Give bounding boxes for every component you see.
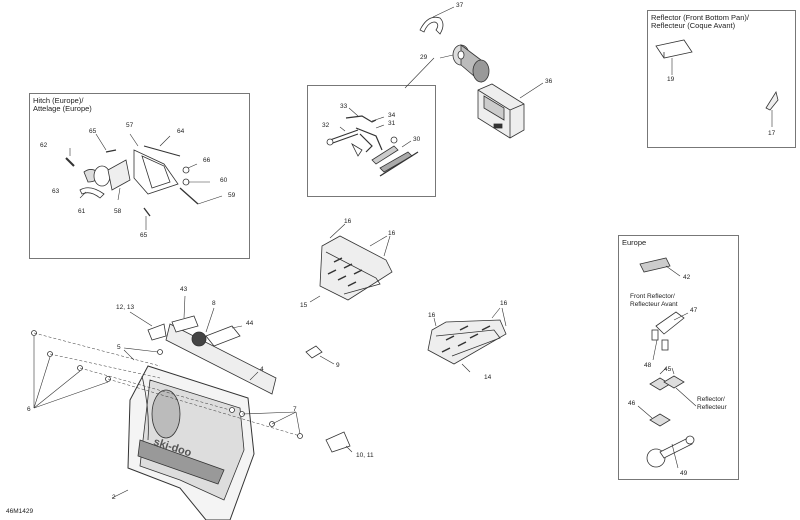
callout-34: 34 <box>388 112 396 119</box>
callout-43: 43 <box>180 286 188 293</box>
callout-33: 33 <box>340 103 348 110</box>
snow-flap-assembly <box>127 323 277 520</box>
tool-kit-parts <box>326 115 419 177</box>
reflector-label-line1: Reflector/ <box>697 396 725 403</box>
small-clip-part <box>305 345 323 359</box>
callout-49: 49 <box>680 470 688 477</box>
callout-7: 7 <box>293 406 297 413</box>
hitch-title-line1: Hitch (Europe)/ <box>33 96 84 105</box>
callout-4: 4 <box>260 366 264 373</box>
callout-65-bottom: 65 <box>140 232 148 239</box>
europe-reflector-parts <box>639 257 695 468</box>
reflector-front-title-line1: Reflector (Front Bottom Pan)/ <box>651 13 749 22</box>
callout-16-d: 16 <box>500 300 508 307</box>
europe-title: Europe <box>622 238 647 247</box>
callout-62: 62 <box>40 142 48 149</box>
callout-6: 6 <box>27 406 31 413</box>
callout-58: 58 <box>114 208 122 215</box>
callout-36: 36 <box>545 78 553 85</box>
callout-45: 45 <box>664 366 672 373</box>
front-reflector-label-line2: Reflecteur Avant <box>630 301 678 308</box>
callout-29: 29 <box>420 54 428 61</box>
callout-5: 5 <box>117 344 121 351</box>
reflector-front-title-line2: Reflecteur (Coque Avant) <box>651 21 736 30</box>
callout-64: 64 <box>177 128 185 135</box>
callout-47: 47 <box>690 307 698 314</box>
callout-8: 8 <box>212 300 216 307</box>
callout-9: 9 <box>336 362 340 369</box>
callout-31: 31 <box>388 120 396 127</box>
callout-10-11: 10, 11 <box>356 452 374 459</box>
callout-48: 48 <box>644 362 652 369</box>
callout-14: 14 <box>484 374 492 381</box>
cover-roll-part <box>452 44 490 83</box>
running-board-plate-right <box>427 319 507 365</box>
callout-46: 46 <box>628 400 636 407</box>
callout-63: 63 <box>52 188 60 195</box>
callout-42: 42 <box>683 274 691 281</box>
callout-19: 19 <box>667 76 675 83</box>
europe-reflectors-box <box>618 235 739 480</box>
callout-32: 32 <box>322 122 330 129</box>
reflector-front-pan-box <box>647 10 796 148</box>
callout-17: 17 <box>768 130 776 137</box>
callout-16-b: 16 <box>388 230 396 237</box>
hitch-title-line2: Attelage (Europe) <box>33 104 92 113</box>
reflector-label-line2: Reflecteur <box>697 404 727 411</box>
hitch-parts <box>65 145 199 217</box>
callout-12-13: 12, 13 <box>116 304 135 311</box>
callout-37: 37 <box>456 2 464 9</box>
callout-66: 66 <box>203 157 211 164</box>
front-reflector-label-line1: Front Reflector/ <box>630 293 675 300</box>
figure-code: 46M1429 <box>6 508 34 515</box>
callout-2: 2 <box>112 494 116 501</box>
tool-bag-part <box>477 83 525 139</box>
strap-handle-part <box>419 16 444 35</box>
callout-61: 61 <box>78 208 86 215</box>
front-pan-reflector-parts <box>655 39 779 111</box>
callout-59: 59 <box>228 192 236 199</box>
decal-parts <box>147 315 351 453</box>
callout-65-top: 65 <box>89 128 97 135</box>
callout-16-a: 16 <box>344 218 352 225</box>
callout-60: 60 <box>220 177 228 184</box>
callout-30: 30 <box>413 136 421 143</box>
callout-15: 15 <box>300 302 308 309</box>
callout-57: 57 <box>126 122 134 129</box>
running-board-plate-left <box>319 235 393 301</box>
callout-44: 44 <box>246 320 254 327</box>
callout-16-c: 16 <box>428 312 436 319</box>
